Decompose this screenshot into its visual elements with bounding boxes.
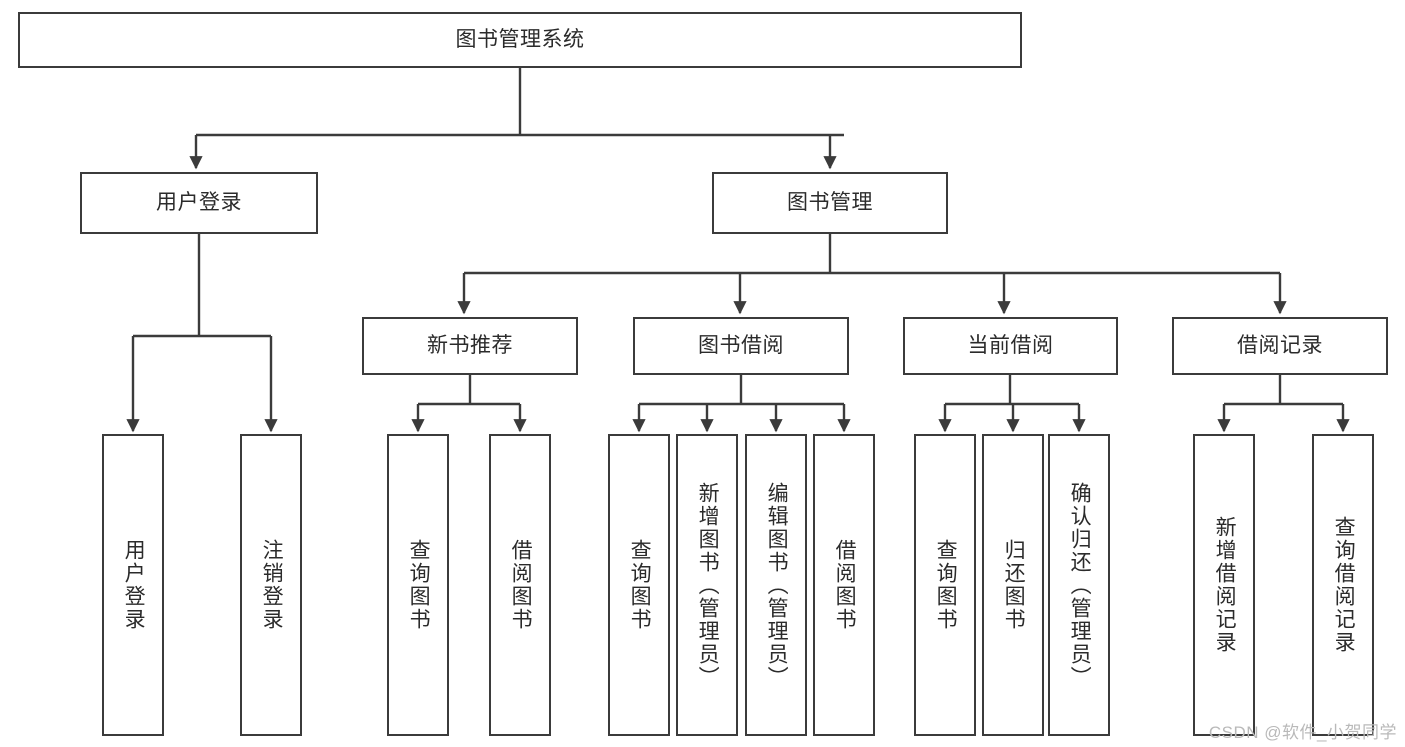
node-leaf-query-record[interactable]: 查询借阅记录 xyxy=(1312,434,1374,736)
node-leaf-borrow-book-b-label: 借阅图书 xyxy=(833,539,857,631)
node-leaf-confirm-return[interactable]: 确认归还（管理员） xyxy=(1048,434,1110,736)
node-leaf-add-record[interactable]: 新增借阅记录 xyxy=(1193,434,1255,736)
node-leaf-borrow-book-a-label: 借阅图书 xyxy=(509,539,533,631)
node-book-borrow-label: 图书借阅 xyxy=(698,334,784,358)
node-leaf-query-book-c-label: 查询图书 xyxy=(934,539,958,631)
node-book-manage[interactable]: 图书管理 xyxy=(712,172,948,234)
node-leaf-add-book[interactable]: 新增图书（管理员） xyxy=(676,434,738,736)
node-leaf-query-book-a-label: 查询图书 xyxy=(407,539,431,631)
node-new-book-rec[interactable]: 新书推荐 xyxy=(362,317,578,375)
node-current-borrow-label: 当前借阅 xyxy=(967,334,1054,358)
node-leaf-user-login-label: 用户登录 xyxy=(122,539,146,631)
node-leaf-logout[interactable]: 注销登录 xyxy=(240,434,302,736)
node-leaf-query-book-c[interactable]: 查询图书 xyxy=(914,434,976,736)
node-leaf-query-book-b-label: 查询图书 xyxy=(628,539,652,631)
node-leaf-add-record-label: 新增借阅记录 xyxy=(1213,516,1237,654)
node-leaf-query-record-label: 查询借阅记录 xyxy=(1332,516,1356,654)
node-leaf-logout-label: 注销登录 xyxy=(260,539,284,631)
node-leaf-confirm-return-label: 确认归还（管理员） xyxy=(1068,481,1092,689)
node-root-label: 图书管理系统 xyxy=(455,28,585,52)
node-root[interactable]: 图书管理系统 xyxy=(18,12,1022,68)
node-leaf-query-book-b[interactable]: 查询图书 xyxy=(608,434,670,736)
node-leaf-return-book-label: 归还图书 xyxy=(1002,539,1026,631)
node-leaf-edit-book-label: 编辑图书（管理员） xyxy=(765,481,789,689)
node-leaf-return-book[interactable]: 归还图书 xyxy=(982,434,1044,736)
node-leaf-query-book-a[interactable]: 查询图书 xyxy=(387,434,449,736)
node-leaf-edit-book[interactable]: 编辑图书（管理员） xyxy=(745,434,807,736)
node-user-login-label: 用户登录 xyxy=(156,191,242,215)
node-borrow-record[interactable]: 借阅记录 xyxy=(1172,317,1388,375)
node-new-book-rec-label: 新书推荐 xyxy=(427,334,513,358)
node-leaf-user-login[interactable]: 用户登录 xyxy=(102,434,164,736)
node-borrow-record-label: 借阅记录 xyxy=(1237,334,1323,358)
node-user-login[interactable]: 用户登录 xyxy=(80,172,318,234)
node-book-manage-label: 图书管理 xyxy=(787,191,873,215)
node-leaf-borrow-book-b[interactable]: 借阅图书 xyxy=(813,434,875,736)
node-leaf-borrow-book-a[interactable]: 借阅图书 xyxy=(489,434,551,736)
node-book-borrow[interactable]: 图书借阅 xyxy=(633,317,849,375)
node-leaf-add-book-label: 新增图书（管理员） xyxy=(696,481,720,689)
node-current-borrow[interactable]: 当前借阅 xyxy=(903,317,1118,375)
